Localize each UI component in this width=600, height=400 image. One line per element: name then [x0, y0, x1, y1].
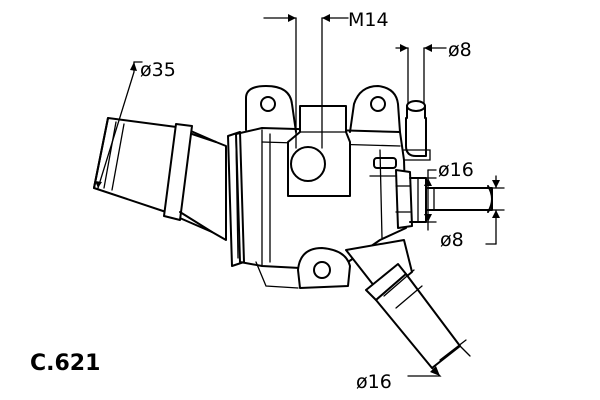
lower-outlet-pipe	[345, 239, 467, 369]
label-lower-outlet-dia: ø16	[356, 371, 392, 393]
label-side-port-small-dia: ø8	[440, 229, 464, 251]
label-top-nipple-dia: ø8	[448, 39, 472, 61]
label-side-port-large-dia: ø16	[438, 159, 474, 181]
label-outlet-main-dia: ø35	[140, 59, 176, 81]
label-thread-m14: M14	[348, 9, 389, 31]
part-code: C.621	[30, 351, 100, 376]
bolt-hole-left	[260, 96, 276, 112]
lower-bolt-boss	[255, 247, 351, 289]
dimension-lines	[95, 14, 505, 377]
top-nipple	[403, 100, 431, 161]
thread-boss	[287, 105, 351, 197]
left-outlet-pipe	[93, 117, 227, 241]
bolt-hole-lower	[313, 261, 331, 279]
thread-hole	[290, 146, 326, 182]
housing-body	[227, 127, 407, 269]
side-bracket	[369, 157, 401, 177]
bolt-hole-right	[370, 96, 386, 112]
mounting-ears	[245, 85, 401, 133]
